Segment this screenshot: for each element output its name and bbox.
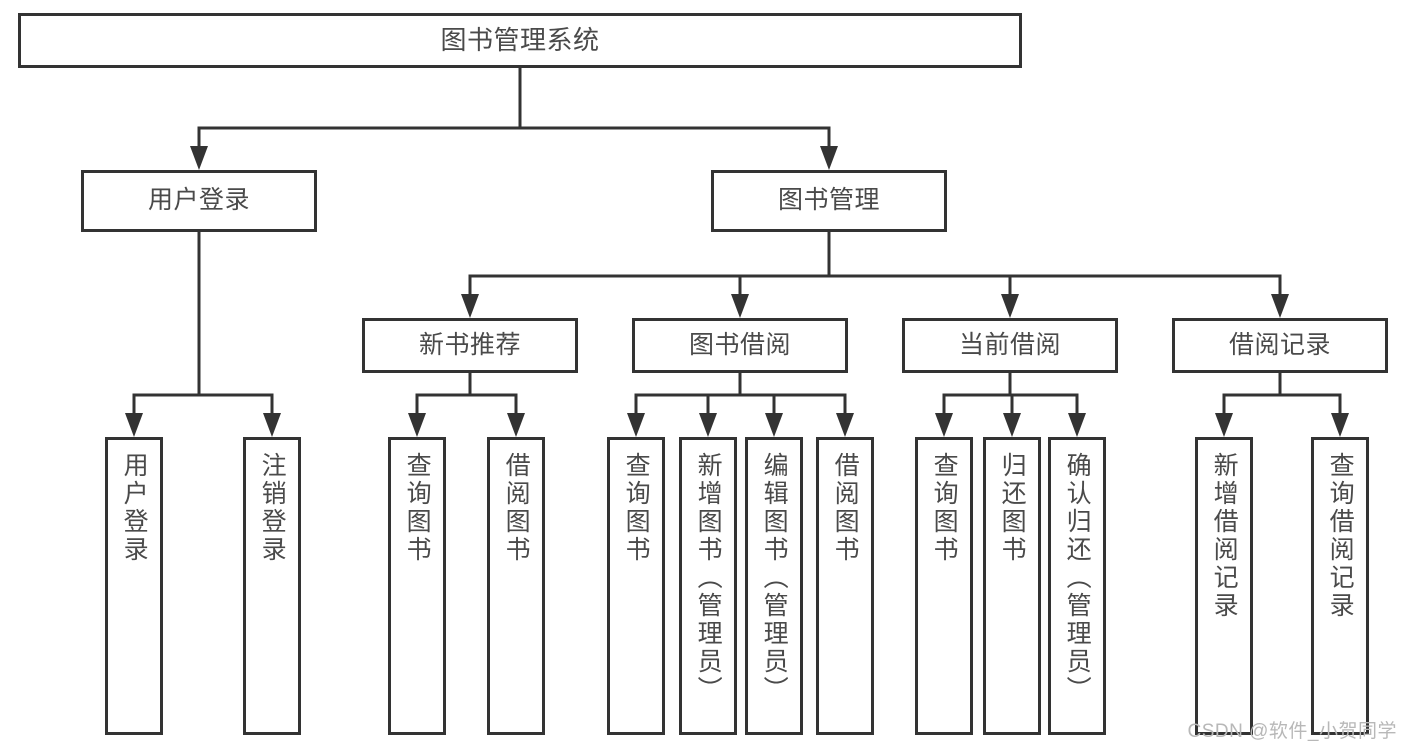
node-leaf-borrow-book-2[interactable]: 借阅图书 xyxy=(816,437,874,735)
node-label: 新增借阅记录 xyxy=(1210,452,1239,620)
node-leaf-borrow-book-1[interactable]: 借阅图书 xyxy=(487,437,545,735)
arrowhead-icon xyxy=(1003,413,1021,437)
node-label: 用户登录 xyxy=(120,452,149,564)
node-label: 图书管理系统 xyxy=(440,25,600,56)
node-label: 当前借阅 xyxy=(958,330,1061,359)
node-leaf-query-book-2[interactable]: 查询图书 xyxy=(607,437,665,735)
arrowhead-icon xyxy=(820,146,838,170)
node-new-book-recommend[interactable]: 新书推荐 xyxy=(362,318,578,373)
arrowhead-icon xyxy=(765,413,783,437)
arrowhead-icon xyxy=(408,413,426,437)
node-label: 新增图书（管理员） xyxy=(694,452,723,704)
arrowhead-icon xyxy=(1271,294,1289,318)
arrowhead-icon xyxy=(1215,413,1233,437)
node-book-borrow[interactable]: 图书借阅 xyxy=(632,318,848,373)
node-label: 查询图书 xyxy=(403,452,432,564)
node-label: 查询图书 xyxy=(622,452,651,564)
node-leaf-query-book-3[interactable]: 查询图书 xyxy=(915,437,973,735)
node-label: 编辑图书（管理员） xyxy=(760,452,789,704)
node-label: 归还图书 xyxy=(998,452,1027,564)
arrowhead-icon xyxy=(461,294,479,318)
arrowhead-icon xyxy=(1068,413,1086,437)
node-leaf-return-book[interactable]: 归还图书 xyxy=(983,437,1041,735)
node-leaf-query-book-1[interactable]: 查询图书 xyxy=(388,437,446,735)
node-borrow-record[interactable]: 借阅记录 xyxy=(1172,318,1388,373)
node-label: 借阅图书 xyxy=(831,452,860,564)
node-book-manage[interactable]: 图书管理 xyxy=(711,170,947,232)
arrowhead-icon xyxy=(263,413,281,437)
node-label: 注销登录 xyxy=(258,452,287,564)
node-leaf-add-borrow-record[interactable]: 新增借阅记录 xyxy=(1195,437,1253,735)
arrowhead-icon xyxy=(699,413,717,437)
node-label: 图书借阅 xyxy=(688,330,791,359)
arrowhead-icon xyxy=(627,413,645,437)
node-leaf-edit-book[interactable]: 编辑图书（管理员） xyxy=(745,437,803,735)
arrowhead-icon xyxy=(935,413,953,437)
arrowhead-icon xyxy=(1331,413,1349,437)
node-leaf-add-book[interactable]: 新增图书（管理员） xyxy=(679,437,737,735)
arrowhead-icon xyxy=(731,294,749,318)
node-label: 借阅记录 xyxy=(1228,330,1331,359)
arrowhead-icon xyxy=(125,413,143,437)
node-label: 查询图书 xyxy=(930,452,959,564)
node-label: 图书管理 xyxy=(777,186,880,215)
node-current-borrow[interactable]: 当前借阅 xyxy=(902,318,1118,373)
node-leaf-user-login[interactable]: 用户登录 xyxy=(105,437,163,735)
watermark-text: CSDN @软件_小贺同学 xyxy=(1187,721,1397,742)
arrowhead-icon xyxy=(190,146,208,170)
arrowhead-icon xyxy=(1001,294,1019,318)
node-user-login[interactable]: 用户登录 xyxy=(81,170,317,232)
node-label: 确认归还（管理员） xyxy=(1063,452,1092,704)
arrowhead-icon xyxy=(507,413,525,437)
node-leaf-logout[interactable]: 注销登录 xyxy=(243,437,301,735)
node-leaf-query-borrow-record[interactable]: 查询借阅记录 xyxy=(1311,437,1369,735)
node-label: 用户登录 xyxy=(147,186,250,215)
node-leaf-confirm-return[interactable]: 确认归还（管理员） xyxy=(1048,437,1106,735)
node-label: 查询借阅记录 xyxy=(1326,452,1355,620)
node-label: 借阅图书 xyxy=(502,452,531,564)
node-root[interactable]: 图书管理系统 xyxy=(18,13,1022,68)
node-label: 新书推荐 xyxy=(418,330,521,359)
arrowhead-icon xyxy=(836,413,854,437)
